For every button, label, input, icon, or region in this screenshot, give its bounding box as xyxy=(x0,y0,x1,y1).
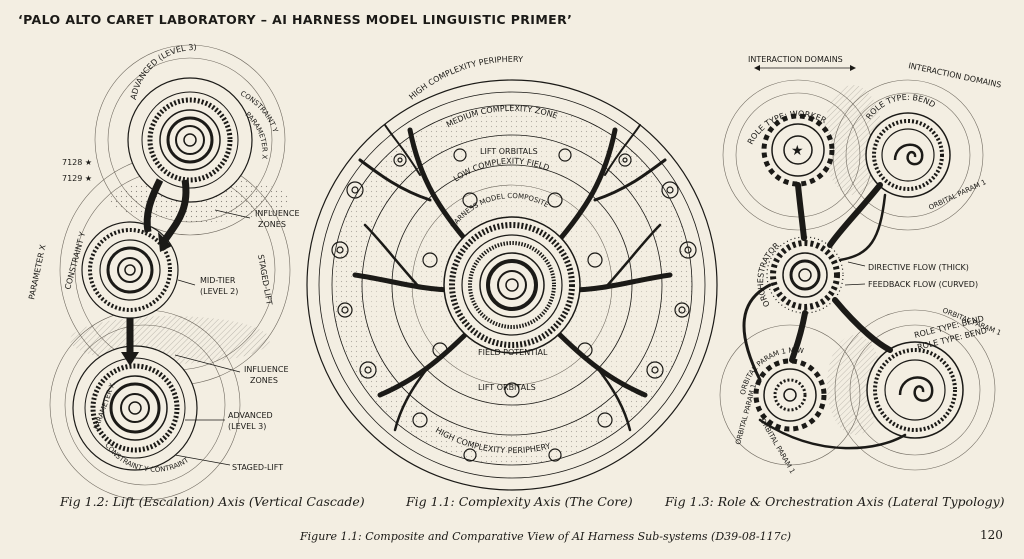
advanced-level3-disk-bottom xyxy=(72,345,198,471)
marker-7129: 7129 ★ xyxy=(62,174,92,183)
caption-fig-1-1: Fig 1.1: Complexity Axis (The Core) xyxy=(406,494,633,509)
spiral-icon xyxy=(893,143,924,166)
mid-tier-level2-disk xyxy=(81,221,179,319)
label-influence-zones-2b: ZONES xyxy=(250,376,278,385)
caption-fig-1-2: Fig 1.2: Lift (Escalation) Axis (Vertica… xyxy=(60,494,365,509)
label-advanced-bottom: ADVANCED xyxy=(228,411,273,420)
svg-text:HIGH COMPLEXITY PERIPHERY: HIGH COMPLEXITY PERIPHERY xyxy=(407,55,523,102)
label-staged-lift-bottom: STAGED-LIFT xyxy=(232,463,283,472)
label-interaction-domains-right: INTERACTION DOMAINS xyxy=(908,61,1003,90)
worker-gear-icon-bottom xyxy=(753,358,827,432)
flow-lines xyxy=(742,182,907,450)
star-icon: ★ xyxy=(791,143,804,159)
bend-role-disk-bottom xyxy=(866,341,964,439)
page-title: ‘PALO ALTO CARET LABORATORY – AI HARNESS… xyxy=(18,12,573,27)
label-lift-orbitals-top: LIFT ORBITALS xyxy=(480,147,538,156)
spiral-icon-bottom xyxy=(898,376,934,402)
worker-gear-icon: ★ xyxy=(761,113,835,187)
label-advanced-bottom-level: (LEVEL 3) xyxy=(228,422,266,431)
cascade-arrow-upper xyxy=(162,179,190,242)
advanced-level3-disk-top xyxy=(127,77,253,203)
label-high-complexity-top: HIGH COMPLEXITY PERIPHERY xyxy=(407,55,523,102)
label-mid-tier: MID-TIER xyxy=(200,276,236,285)
orchestrator-sun-icon xyxy=(766,236,844,314)
label-parameter-side: PARAMETER X xyxy=(27,243,48,300)
bend-role-disk-top xyxy=(865,112,951,198)
label-mid-tier-level: (LEVEL 2) xyxy=(200,287,238,296)
label-interaction-domains-top: INTERACTION DOMAINS xyxy=(748,55,843,64)
label-influence-zones-1b: ZONES xyxy=(258,220,286,229)
fig-center-diagram: HIGH COMPLEXITY PERIPHERY MEDIUM COMPLEX… xyxy=(306,55,718,491)
label-staged-lift-side: STAGED-LIFT xyxy=(256,254,274,306)
label-lift-orbitals-bottom: LIFT ORBITALS xyxy=(478,383,536,392)
label-influence-zones-2: INFLUENCE xyxy=(244,365,289,374)
page-number: 120 xyxy=(980,528,1003,542)
composite-caption: Figure 1.1: Composite and Comparative Vi… xyxy=(300,530,792,543)
label-influence-zones-1: INFLUENCE xyxy=(255,209,300,218)
branching-roots xyxy=(352,124,673,432)
fig-left-diagram: ADVANCED (LEVEL 3) CONSTRAINT Y PARAMETE… xyxy=(27,43,300,501)
marker-7128: 7128 ★ xyxy=(62,158,92,167)
label-directive-flow: DIRECTIVE FLOW (THICK) xyxy=(868,263,969,272)
caption-fig-1-3: Fig 1.3: Role & Orchestration Axis (Late… xyxy=(665,494,1005,509)
harness-model-core xyxy=(443,216,581,354)
label-field-potential: FIELD POTENTIAL xyxy=(478,348,548,357)
label-feedback-flow: FEEDBACK FLOW (CURVED) xyxy=(868,280,978,289)
fig-right-diagram: ★ xyxy=(719,55,1003,475)
